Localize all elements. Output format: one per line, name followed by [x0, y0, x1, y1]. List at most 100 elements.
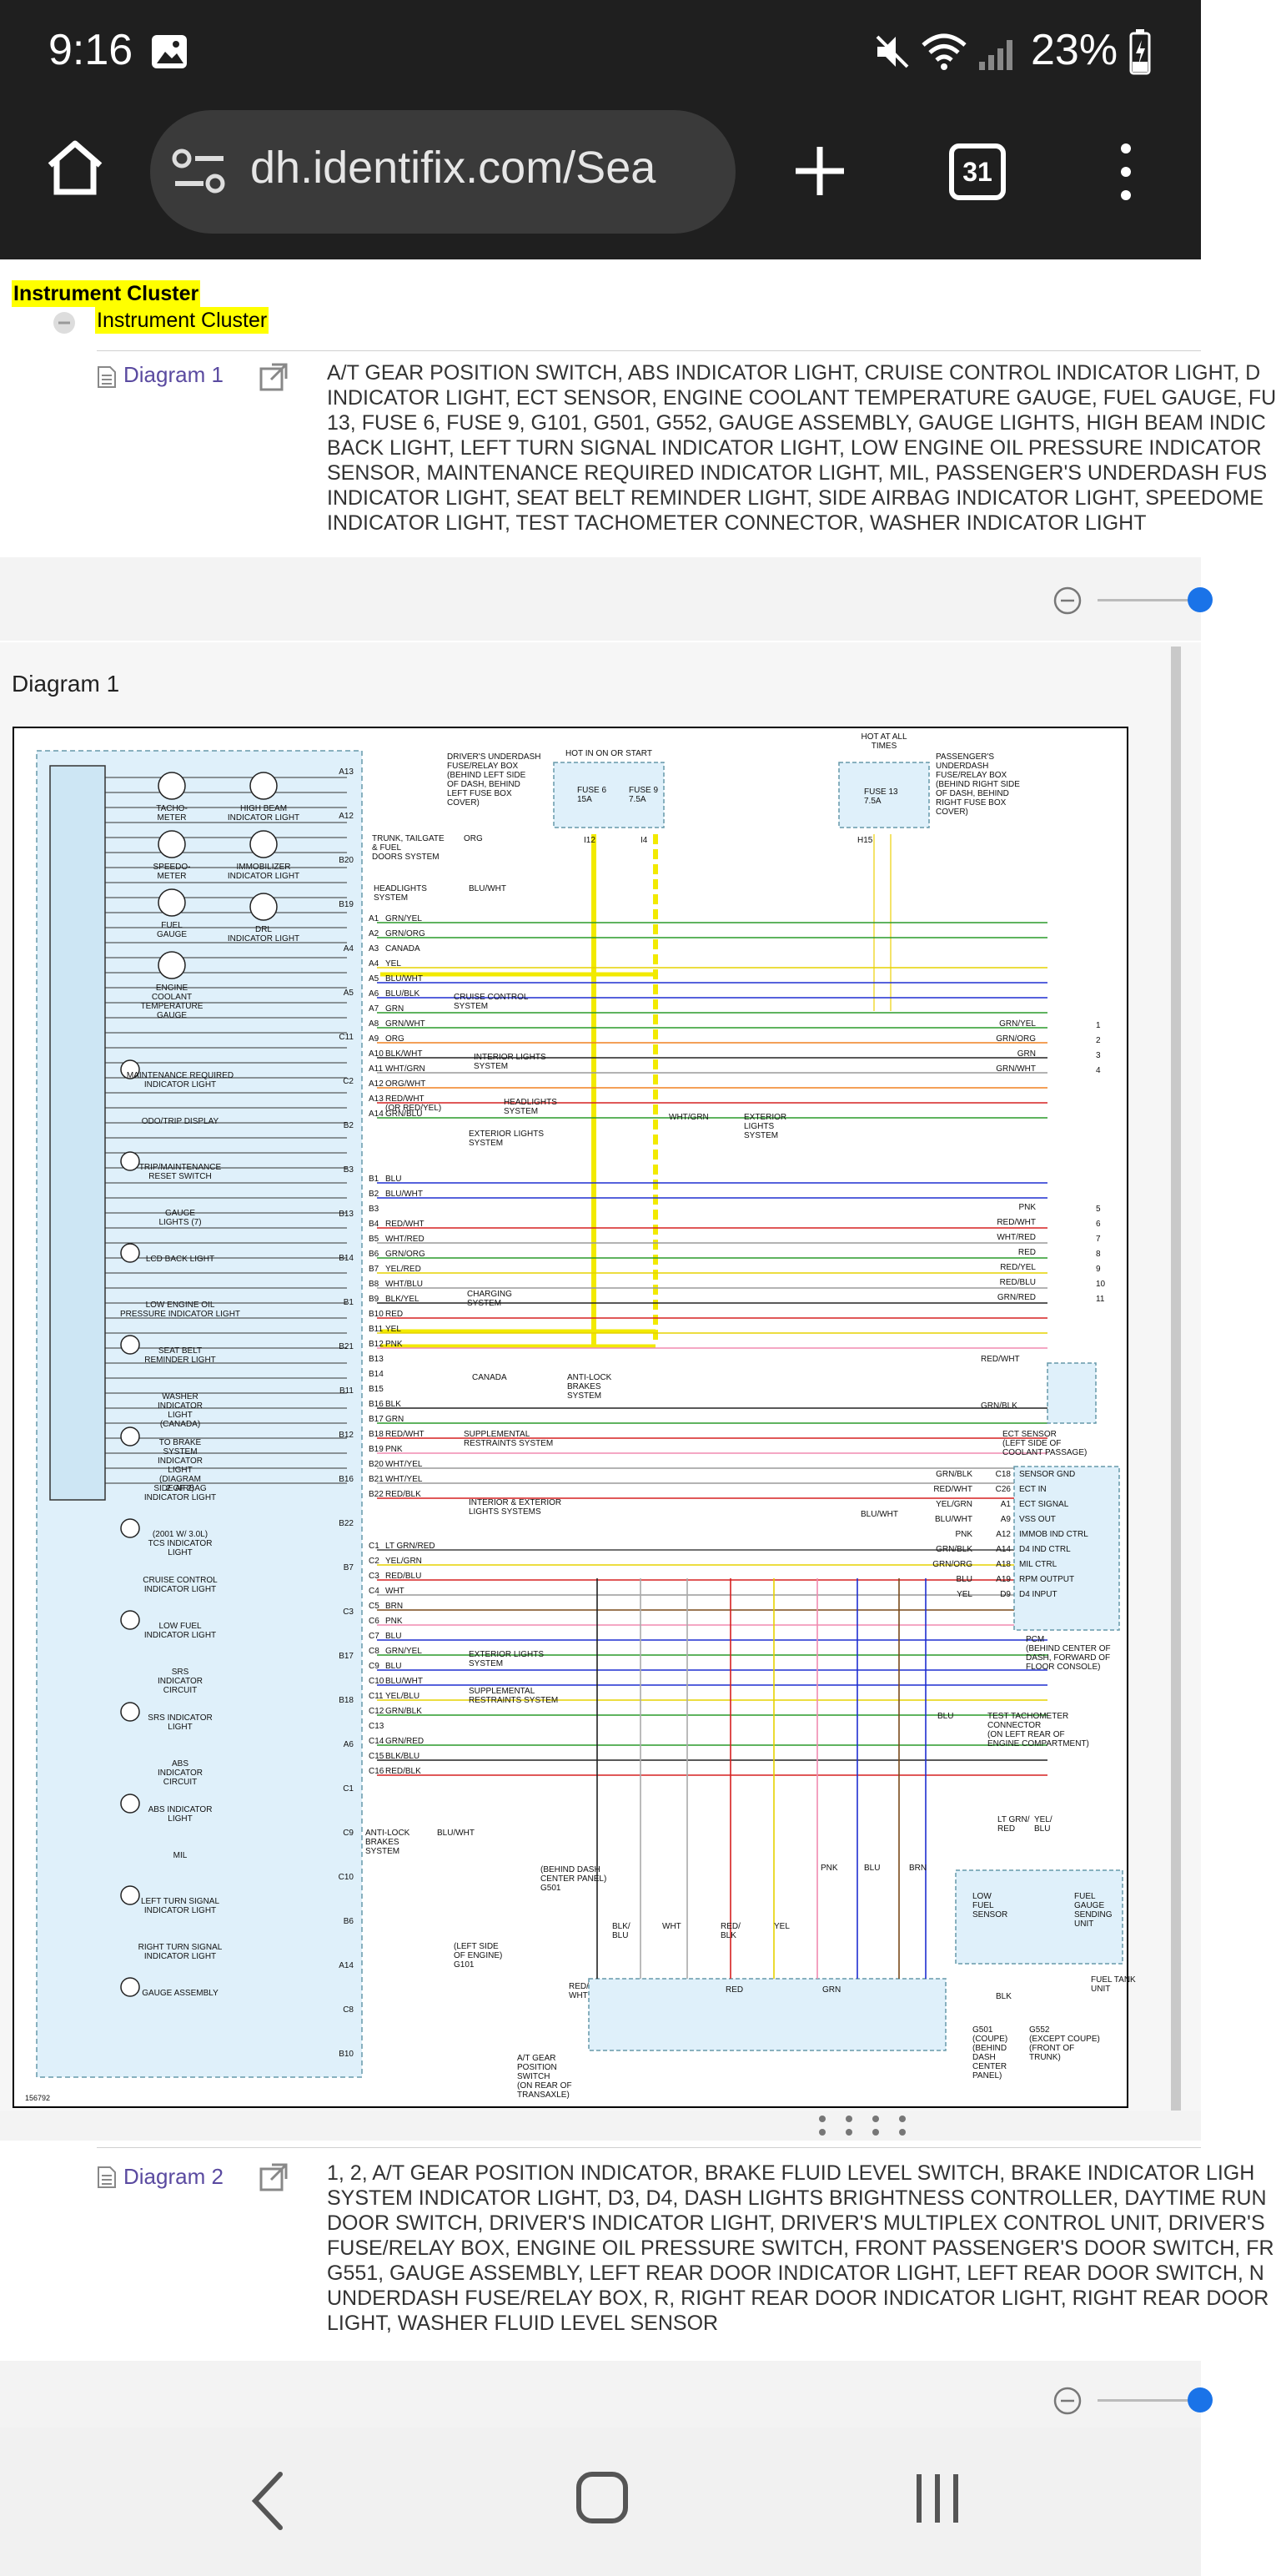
zoom-slider-track[interactable]: [1098, 599, 1201, 601]
fuse-label: 15A: [577, 795, 592, 804]
zoom-slider-track[interactable]: [1098, 2399, 1201, 2402]
wire-label: ORG: [385, 1034, 404, 1044]
pin-label: A6: [344, 1740, 354, 1749]
zoom-out-icon[interactable]: [1052, 2386, 1083, 2416]
scrollbar[interactable]: [1171, 647, 1181, 2111]
description-line: 1, 2, A/T GEAR POSITION INDICATOR, BRAKE…: [327, 2161, 1255, 2185]
home-icon[interactable]: [43, 135, 107, 199]
pin-label: A13: [369, 1094, 384, 1104]
pin-label: A8: [369, 1019, 379, 1029]
zoom-slider-thumb[interactable]: [1188, 587, 1213, 612]
diagram-2-link[interactable]: Diagram 2: [123, 2164, 224, 2189]
zoom-slider-thumb[interactable]: [1188, 2387, 1213, 2412]
indicator-label: GAUGE: [165, 1209, 195, 1218]
wire-number: 4: [1096, 1066, 1101, 1075]
wiring-diagram[interactable]: TACHO-METERSPEEDO-METERFUELGAUGEENGINECO…: [13, 727, 1136, 2108]
component-label: LOW: [972, 1892, 992, 1901]
status-bar: 9:16 23%: [0, 0, 1201, 105]
breadcrumb-child[interactable]: Instrument Cluster: [95, 307, 269, 334]
system-label: SYSTEM: [469, 1659, 503, 1668]
wire-label: BLK/YEL: [385, 1295, 419, 1304]
component-label: PCM: [1026, 1635, 1044, 1644]
pin-label: B8: [369, 1280, 379, 1289]
wire-label: GRN/BLK: [936, 1545, 972, 1554]
wire-label: GRN/WHT: [385, 1019, 425, 1029]
signal-icon: [979, 40, 1012, 70]
pin-label: B6: [344, 1917, 354, 1926]
zoom-out-icon[interactable]: [1052, 586, 1083, 616]
component-label: RED: [726, 1985, 743, 1995]
pin-label: B10: [339, 2050, 354, 2059]
system-label: WHT/GRN: [669, 1113, 709, 1122]
box-label: (BEHIND RIGHT SIDE: [936, 780, 1020, 789]
gauge-label: ENGINE: [156, 984, 188, 993]
component-label: RED/: [721, 1922, 741, 1931]
recents-icon[interactable]: [912, 2469, 962, 2528]
tab-switcher-button[interactable]: 31: [949, 143, 1006, 200]
diagram-1-link[interactable]: Diagram 1: [123, 362, 224, 387]
gear-switch: [588, 1978, 947, 2051]
indicator-symbol: [120, 1885, 140, 1905]
pin-label: C16: [369, 1767, 384, 1776]
indicator-label: (2001 W/ 3.0L): [153, 1530, 208, 1539]
address-bar[interactable]: [150, 110, 736, 234]
system-label: INTERIOR & EXTERIOR: [469, 1498, 561, 1507]
battery-icon: [1129, 29, 1151, 75]
wire-label: RED/WHT: [385, 1094, 424, 1104]
pin-label: C1: [343, 1784, 354, 1794]
indicator-label: LIGHT: [168, 1723, 192, 1732]
system-label: LIGHTS SYSTEMS: [469, 1507, 541, 1517]
indicator-symbol: [120, 1518, 140, 1538]
indicator-symbol: [120, 1794, 140, 1814]
back-icon[interactable]: [247, 2469, 287, 2533]
diagram-1-description: A/T GEAR POSITION SWITCH, ABS INDICATOR …: [327, 360, 1276, 536]
component-label: (BEHIND CENTER OF: [1026, 1644, 1111, 1653]
open-external-icon[interactable]: [259, 362, 289, 392]
drag-handle-icon[interactable]: [812, 2112, 912, 2139]
indicator-label: LEFT TURN SIGNAL: [141, 1897, 220, 1906]
pin-label: B12: [369, 1340, 384, 1349]
wire-label: BLU: [385, 1662, 401, 1671]
new-tab-icon[interactable]: [791, 142, 849, 200]
component-label: BLU: [864, 1864, 880, 1873]
url-text[interactable]: dh.identifix.com/Sea: [250, 143, 656, 193]
wire-label: (OR RED/YEL): [385, 1104, 441, 1113]
pin-label: B16: [339, 1475, 354, 1484]
indicator-label: CRUISE CONTROL: [143, 1576, 218, 1585]
pin-label: A7: [369, 1004, 379, 1014]
system-label: SUPPLEMENTAL: [464, 1430, 530, 1439]
component-label: GRN: [822, 1985, 841, 1995]
gauge-label: TEMPERATURE: [141, 1002, 203, 1011]
home-nav-icon[interactable]: [575, 2471, 629, 2524]
diagram-title: Diagram 1: [12, 671, 120, 697]
pcm-pin-label: RPM OUTPUT: [1019, 1575, 1074, 1584]
box-label: OF DASH, BEHIND: [447, 780, 520, 789]
box-label: LEFT FUSE BOX: [447, 789, 512, 798]
indicator-label: MAINTENANCE REQUIRED: [127, 1071, 234, 1080]
indicator-label: CIRCUIT: [163, 1686, 198, 1695]
indicator-label: CIRCUIT: [163, 1778, 198, 1787]
wire-label: PNK: [385, 1340, 403, 1349]
indicator-label: (CANADA): [160, 1420, 200, 1429]
indicator-symbol: [120, 1702, 140, 1722]
description-line: SYSTEM INDICATOR LIGHT, D3, D4, DASH LIG…: [327, 2186, 1267, 2210]
system-label: SYSTEM: [365, 1847, 399, 1856]
collapse-icon[interactable]: [52, 310, 77, 335]
breadcrumb-root[interactable]: Instrument Cluster: [12, 280, 201, 307]
pin-label: C13: [369, 1722, 384, 1731]
pin-label: A3: [369, 944, 379, 953]
component-label: (COUPE): [972, 2035, 1007, 2044]
wire-label: BLU/WHT: [385, 1190, 423, 1199]
system-label: SYSTEM: [454, 1002, 488, 1011]
system-label: BLU/WHT: [469, 884, 506, 893]
menu-icon[interactable]: [1109, 138, 1143, 205]
wire-number: 6: [1096, 1220, 1101, 1229]
site-settings-icon[interactable]: [172, 147, 227, 195]
pin-label: C4: [369, 1587, 379, 1596]
wire-label: BLK/WHT: [385, 1049, 422, 1059]
pin-label: A2: [369, 929, 379, 938]
system-label: SYSTEM: [467, 1299, 501, 1308]
open-external-icon[interactable]: [259, 2162, 289, 2192]
pin-label: C2: [343, 1077, 354, 1086]
description-line: SENSOR, MAINTENANCE REQUIRED INDICATOR L…: [327, 461, 1268, 485]
